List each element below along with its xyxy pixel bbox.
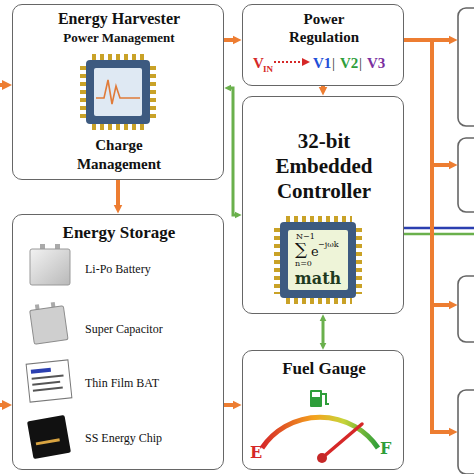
fuel-pump-body xyxy=(310,390,322,407)
controller-chip-icon xyxy=(277,219,359,301)
fuel-pump-hose xyxy=(322,394,329,404)
gauge-needle xyxy=(322,424,362,458)
storage-item: Super Capacitor xyxy=(85,322,163,336)
capacitor-body xyxy=(30,306,68,344)
power-branch-wire xyxy=(430,430,449,434)
input-arrowhead xyxy=(2,400,12,410)
box-title: Power Regulation xyxy=(273,10,375,46)
power-flow-arrow xyxy=(321,86,325,87)
storage-item: Thin Film BAT xyxy=(85,376,159,390)
chip-pins xyxy=(356,228,362,294)
offpage-box xyxy=(458,390,474,474)
chip-die xyxy=(288,230,348,290)
power-flow-arrow xyxy=(224,38,233,42)
chip-mark xyxy=(36,438,60,445)
controller-box: 32-bit Embedded Controller xyxy=(242,96,404,314)
power-flow-arrow xyxy=(224,403,233,407)
battery-tab xyxy=(40,244,45,250)
chip-body xyxy=(27,415,71,459)
storage-item: Li-Po Battery xyxy=(85,262,151,276)
chip-body xyxy=(86,60,150,124)
chip-pins xyxy=(92,124,146,130)
battery-tab xyxy=(55,244,60,250)
chip-pins xyxy=(80,66,86,120)
gauge-empty-mark: E xyxy=(250,444,262,462)
control-link xyxy=(322,321,325,343)
box-subtitle: Power Management xyxy=(13,30,225,45)
box-footer: Charge Management xyxy=(59,136,179,174)
battery-pouch xyxy=(30,249,70,285)
film-mark xyxy=(31,368,51,374)
chip-pins xyxy=(150,66,156,120)
power-branch-wire xyxy=(432,303,449,307)
box-title: Fuel Gauge xyxy=(243,359,405,379)
needle-hub xyxy=(317,453,327,463)
chip-pins xyxy=(286,216,352,222)
voltage-symbol: V2 xyxy=(340,55,358,72)
voltage-symbol: V xyxy=(253,55,264,72)
regulation-arrowhead xyxy=(302,58,310,66)
gauge-full-mark: F xyxy=(380,440,391,458)
chip-pins xyxy=(286,298,352,304)
regulation-box: Power RegulationVINV1|V2|V3 xyxy=(242,4,404,86)
chip-label: math xyxy=(292,270,344,288)
power-bus-wire xyxy=(430,40,434,434)
formula-limit: n=0 xyxy=(295,259,312,268)
solid-state-chip-icon xyxy=(27,415,71,459)
chip-die xyxy=(94,68,142,116)
regulation-arrow xyxy=(274,61,302,63)
input-arrowhead xyxy=(2,80,12,90)
waveform-symbol xyxy=(96,80,140,104)
supercapacitor-icon xyxy=(29,301,68,344)
storage-item: SS Energy Chip xyxy=(85,431,162,445)
power-branch-wire xyxy=(432,163,449,167)
storage-box: Energy StorageLi-Po BatterySuper Capacit… xyxy=(12,214,224,470)
separator: | xyxy=(332,55,335,72)
film-mark xyxy=(33,387,63,392)
power-output-wire xyxy=(404,38,449,42)
film-mark xyxy=(32,381,60,386)
voltage-subscript: IN xyxy=(263,64,273,74)
capacitor-tab xyxy=(51,302,56,308)
formula-term: e xyxy=(311,244,319,259)
chip-pins xyxy=(92,54,146,60)
control-bus-line xyxy=(404,233,474,236)
offpage-box xyxy=(458,276,474,342)
fuel-pump-window xyxy=(312,392,320,397)
harvester-box: Energy HarvesterPower ManagementCharge M… xyxy=(12,4,224,180)
separator: | xyxy=(359,55,362,72)
fuel-gauge-icon xyxy=(262,390,378,463)
lipo-battery-icon xyxy=(30,244,70,285)
box-title: Energy Storage xyxy=(13,223,225,243)
voltage-symbol: V1 xyxy=(313,55,331,72)
offpage-box xyxy=(458,138,474,212)
capacitor-tab xyxy=(35,304,40,310)
formula-symbol: ∑ xyxy=(295,239,307,259)
control-link xyxy=(231,88,235,215)
harvester-chip-icon xyxy=(83,57,153,127)
film-card xyxy=(26,360,72,402)
formula-exponent: −jωk xyxy=(318,240,339,249)
data-bus-line xyxy=(404,227,474,230)
offpage-box xyxy=(458,8,474,126)
formula-limit: N−1 xyxy=(296,232,315,241)
gauge-arc xyxy=(262,417,378,448)
film-mark xyxy=(32,374,64,379)
box-title: Energy Harvester xyxy=(13,10,225,28)
box-title: 32-bit Embedded Controller xyxy=(263,129,385,204)
chip-body xyxy=(280,222,356,298)
chip-pins xyxy=(274,228,280,294)
power-flow-arrow xyxy=(116,180,120,205)
fuel-gauge-box: Fuel Gauge xyxy=(242,350,404,470)
voltage-symbol: V3 xyxy=(367,55,385,72)
thin-film-battery-icon xyxy=(26,360,72,402)
